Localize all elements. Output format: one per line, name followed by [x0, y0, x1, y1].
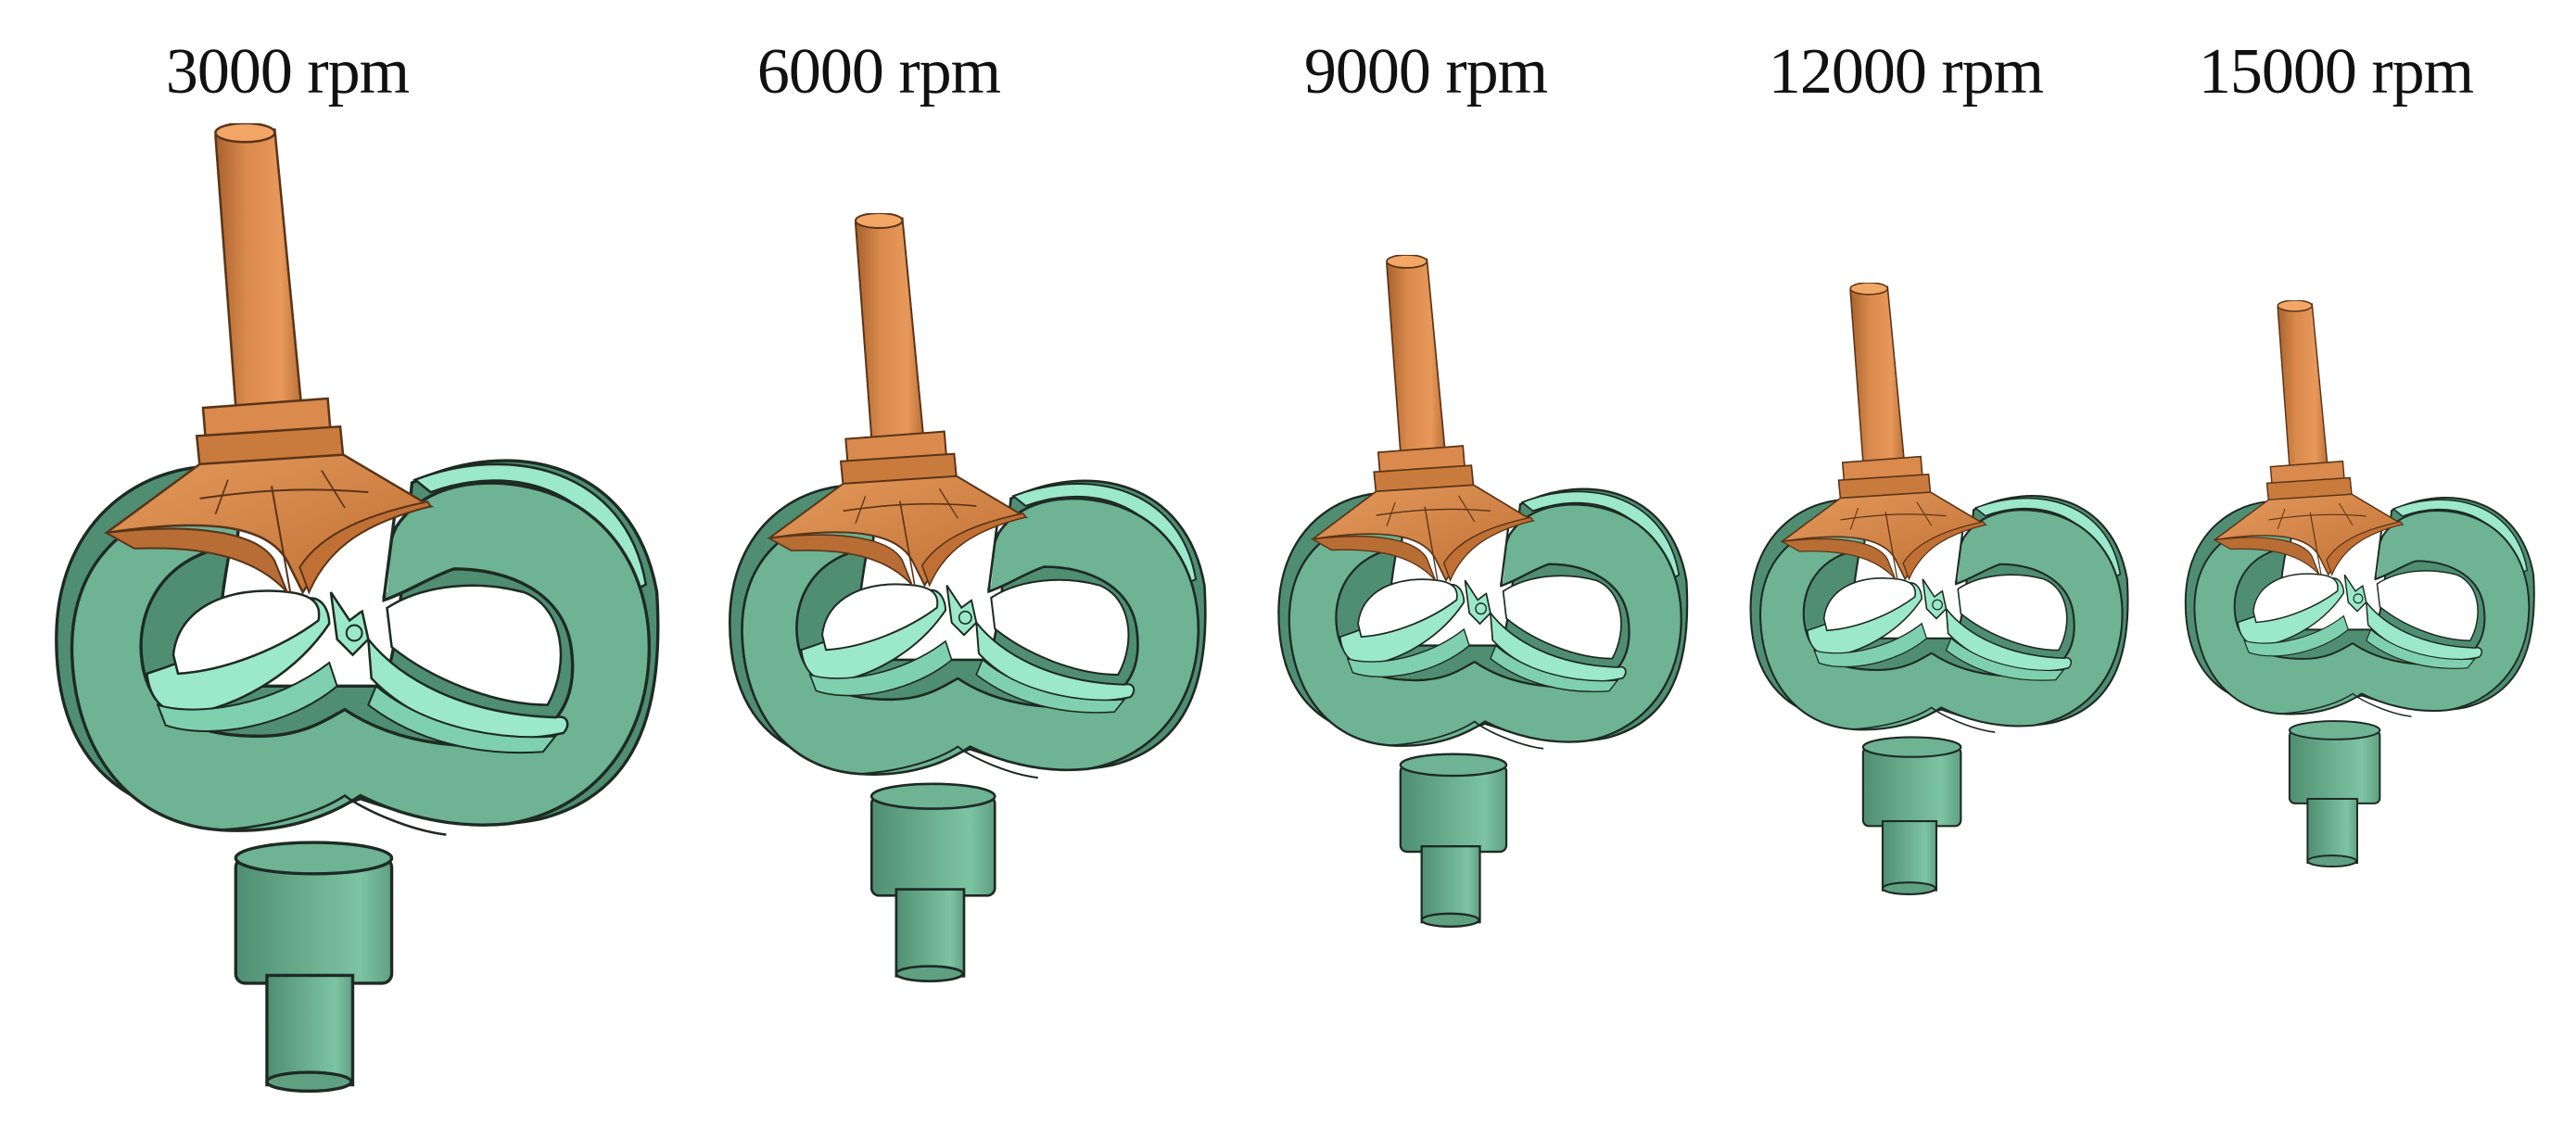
impeller-model-3000rpm: [41, 123, 665, 1093]
impeller-model-15000rpm: [2176, 300, 2538, 867]
impeller-3d-render: [717, 213, 1211, 982]
speed-label-15000: 15000 rpm: [2198, 36, 2474, 108]
speed-label-6000: 6000 rpm: [756, 36, 1001, 108]
impeller-model-12000rpm: [1741, 283, 2132, 895]
speed-label-9000: 9000 rpm: [1303, 36, 1548, 108]
impeller-model-9000rpm: [1268, 255, 1692, 928]
impeller-model-6000rpm: [717, 213, 1211, 982]
impeller-3d-render: [2176, 300, 2538, 867]
impeller-3d-render: [1268, 255, 1692, 928]
speed-label-12000: 12000 rpm: [1768, 36, 2044, 108]
speed-label-3000: 3000 rpm: [165, 36, 410, 108]
impeller-3d-render: [1741, 283, 2132, 895]
impeller-3d-render: [41, 123, 665, 1093]
